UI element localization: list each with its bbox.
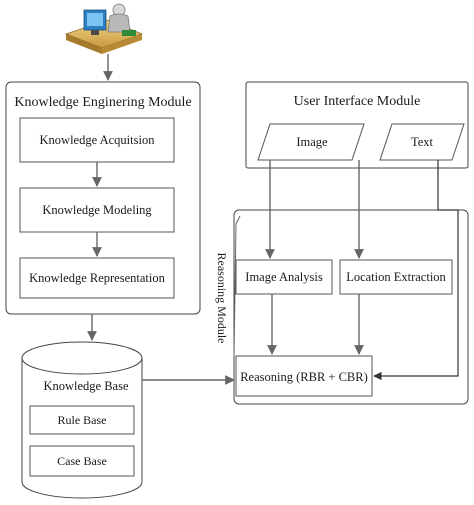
arrow-text-to-reasoning bbox=[373, 160, 459, 381]
ke-step-box bbox=[19, 187, 175, 233]
image-analysis-label: Image Analysis bbox=[245, 270, 323, 284]
kb-part-box bbox=[29, 445, 135, 477]
image-input-parallelogram bbox=[257, 123, 365, 161]
ke-step-box bbox=[19, 257, 175, 299]
ui-module-title: User Interface Module bbox=[294, 94, 421, 109]
text-input-label: Text bbox=[411, 135, 434, 149]
reasoning-core-label: Reasoning (RBR + CBR) bbox=[240, 370, 368, 384]
text-input-parallelogram bbox=[379, 123, 465, 161]
reasoning-core-box bbox=[235, 355, 373, 397]
location-extraction-label: Location Extraction bbox=[346, 270, 446, 284]
kb-part-box bbox=[29, 405, 135, 435]
knowledge-base-title: Knowledge Base bbox=[43, 379, 128, 393]
image-input-label: Image bbox=[296, 135, 328, 149]
ke-module-title: Knowledge Enginering Module bbox=[14, 95, 191, 110]
ke-step-box bbox=[19, 117, 175, 163]
case-base-label: Case Base bbox=[57, 454, 107, 468]
ke-step-modeling: Knowledge Modeling bbox=[42, 203, 152, 217]
user-at-computer-icon bbox=[64, 3, 144, 54]
ke-step-representation: Knowledge Representation bbox=[29, 271, 165, 285]
ke-step-acquisition: Knowledge Acquitsion bbox=[40, 133, 156, 147]
rule-base-label: Rule Base bbox=[58, 413, 107, 427]
image-analysis-box bbox=[235, 259, 333, 295]
connector-module-edge bbox=[233, 215, 241, 357]
reasoning-module-title: Reasoning Module bbox=[215, 253, 229, 344]
location-extraction-box bbox=[339, 259, 453, 295]
